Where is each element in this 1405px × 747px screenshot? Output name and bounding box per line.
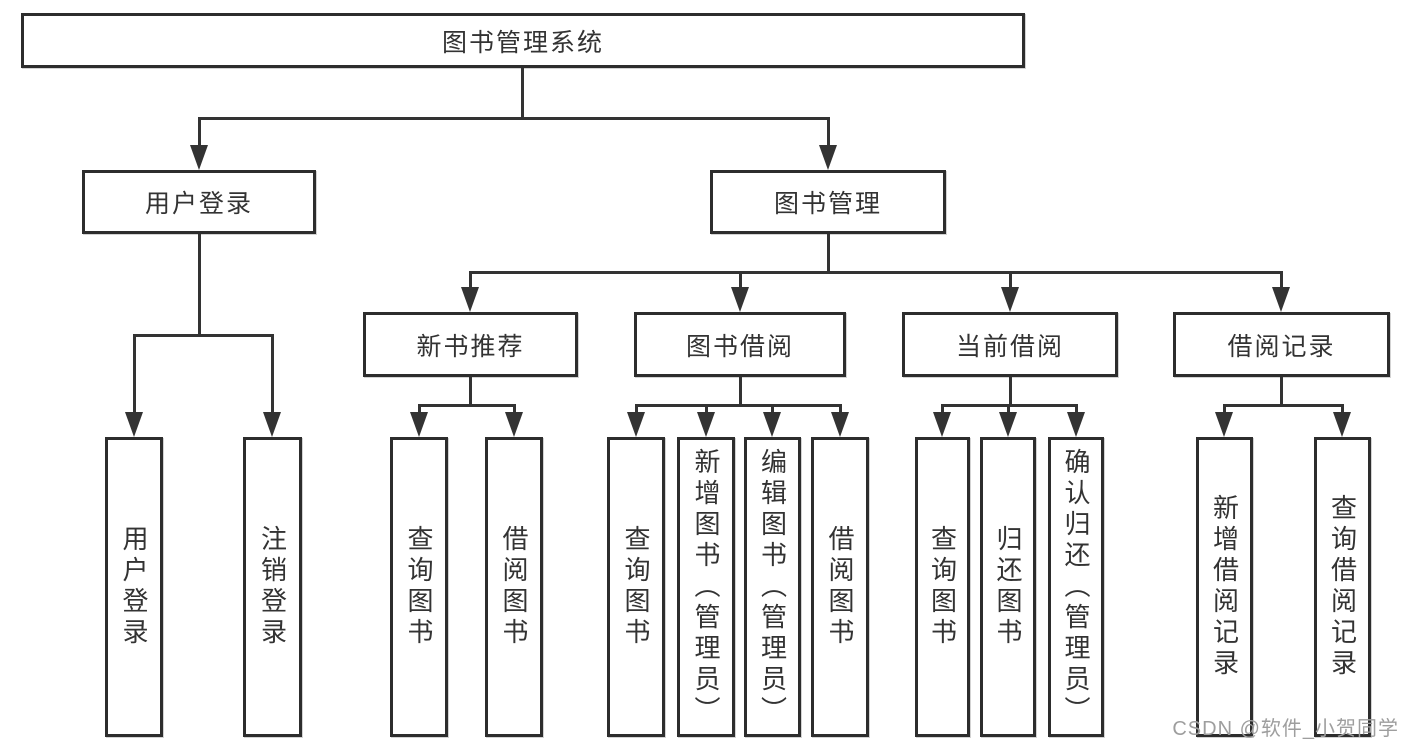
connector-line bbox=[521, 68, 524, 119]
node-label: 查询图书 bbox=[621, 525, 651, 649]
connector-line bbox=[635, 404, 842, 407]
node-label: 借阅记录 bbox=[1227, 332, 1336, 361]
node-label: 新增图书（管理员） bbox=[691, 447, 721, 727]
arrow-down-icon bbox=[1001, 272, 1019, 312]
node-book-management: 图书管理 bbox=[710, 170, 946, 234]
leaf-add-books-admin: 新增图书（管理员） bbox=[677, 437, 735, 737]
node-label: 图书管理 bbox=[773, 190, 882, 218]
arrow-down-icon bbox=[1215, 405, 1233, 437]
connector-line bbox=[198, 234, 201, 337]
node-label: 查询借阅记录 bbox=[1327, 494, 1358, 680]
arrow-down-icon bbox=[1272, 272, 1290, 312]
arrow-down-icon bbox=[505, 405, 523, 437]
node-new-book-recommendation: 新书推荐 bbox=[363, 312, 578, 377]
arrow-down-icon bbox=[999, 405, 1017, 437]
arrow-down-icon bbox=[1067, 405, 1085, 437]
leaf-query-books-borrow: 查询图书 bbox=[607, 437, 665, 737]
leaf-borrow-books-recommend: 借阅图书 bbox=[485, 437, 543, 737]
node-user-login: 用户登录 bbox=[82, 170, 316, 234]
node-book-borrowing: 图书借阅 bbox=[634, 312, 846, 377]
leaf-query-borrow-record: 查询借阅记录 bbox=[1314, 437, 1371, 737]
node-label: 归还图书 bbox=[993, 525, 1023, 649]
node-label: 编辑图书（管理员） bbox=[757, 447, 788, 727]
node-label: 借阅图书 bbox=[499, 525, 529, 649]
node-label: 当前借阅 bbox=[955, 332, 1064, 361]
node-label: 查询图书 bbox=[927, 525, 958, 649]
connector-line bbox=[1223, 404, 1344, 407]
leaf-query-books-recommend: 查询图书 bbox=[390, 437, 448, 737]
arrow-down-icon bbox=[831, 405, 849, 437]
node-label: 查询图书 bbox=[404, 525, 434, 649]
leaf-query-books-current: 查询图书 bbox=[915, 437, 970, 737]
leaf-add-borrow-record: 新增借阅记录 bbox=[1196, 437, 1253, 737]
leaf-user-login: 用户登录 bbox=[105, 437, 163, 737]
arrow-down-icon bbox=[263, 336, 281, 437]
connector-line bbox=[1280, 377, 1283, 407]
connector-line bbox=[133, 334, 274, 337]
node-current-borrowing: 当前借阅 bbox=[902, 312, 1118, 377]
leaf-confirm-return-admin: 确认归还（管理员） bbox=[1048, 437, 1104, 737]
node-label: 图书借阅 bbox=[685, 332, 794, 361]
arrow-down-icon bbox=[763, 405, 781, 437]
node-label: 用户登录 bbox=[119, 525, 149, 649]
arrow-down-icon bbox=[731, 272, 749, 312]
connector-line bbox=[827, 234, 830, 273]
node-label: 图书管理系统 bbox=[441, 28, 604, 57]
node-label: 确认归还（管理员） bbox=[1061, 447, 1091, 727]
leaf-logout: 注销登录 bbox=[243, 437, 302, 737]
connector-line bbox=[739, 377, 742, 407]
connector-line bbox=[469, 377, 472, 407]
connector-line bbox=[198, 117, 830, 120]
node-label: 注销登录 bbox=[257, 525, 288, 649]
arrow-down-icon bbox=[1333, 405, 1351, 437]
arrow-down-icon bbox=[125, 336, 143, 437]
leaf-borrow-books: 借阅图书 bbox=[811, 437, 869, 737]
node-borrowing-records: 借阅记录 bbox=[1173, 312, 1390, 377]
node-label: 新书推荐 bbox=[416, 332, 525, 361]
arrow-down-icon bbox=[697, 405, 715, 437]
node-label: 用户登录 bbox=[144, 190, 253, 218]
node-library-management-system: 图书管理系统 bbox=[21, 13, 1025, 68]
arrow-down-icon bbox=[627, 405, 645, 437]
arrow-down-icon bbox=[461, 272, 479, 312]
arrow-down-icon bbox=[819, 118, 837, 170]
leaf-edit-books-admin: 编辑图书（管理员） bbox=[744, 437, 801, 737]
connector-line bbox=[418, 404, 516, 407]
connector-line bbox=[469, 271, 1283, 274]
arrow-down-icon bbox=[933, 405, 951, 437]
node-label: 借阅图书 bbox=[825, 525, 855, 649]
connector-line bbox=[1009, 377, 1012, 407]
arrow-down-icon bbox=[410, 405, 428, 437]
arrow-down-icon bbox=[190, 118, 208, 170]
csdn-watermark: CSDN @软件_小贺同学 bbox=[1172, 718, 1399, 740]
node-label: 新增借阅记录 bbox=[1209, 494, 1240, 680]
leaf-return-books: 归还图书 bbox=[980, 437, 1036, 737]
